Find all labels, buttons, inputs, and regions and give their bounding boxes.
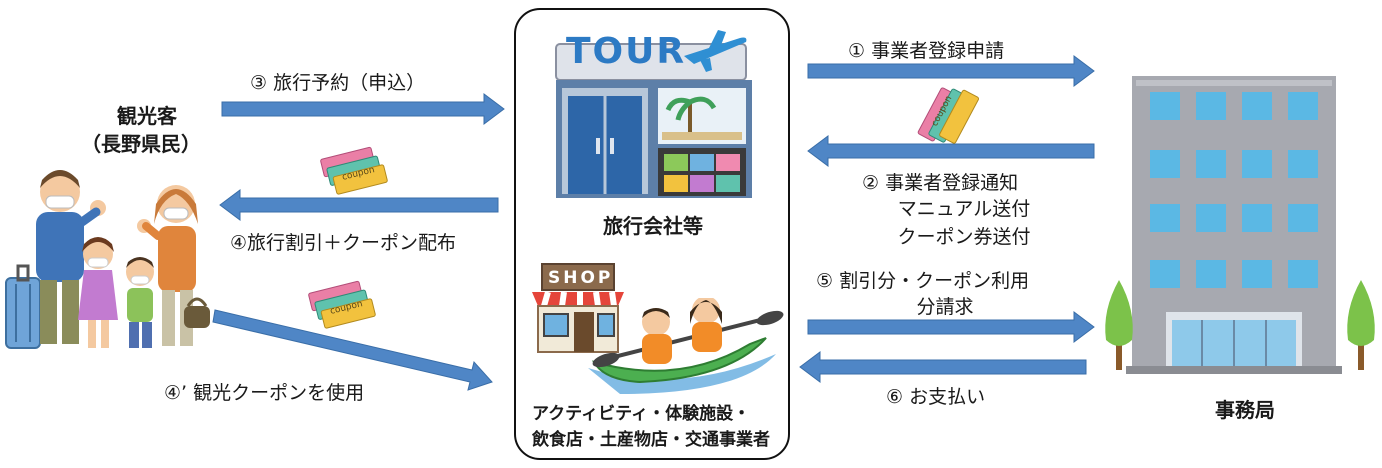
arrow-step1 xyxy=(807,55,1095,87)
airplane-icon xyxy=(684,30,747,72)
shop-label-line2: 飲食店・土産物店・交通事業者 xyxy=(532,430,770,450)
shop-label-line1: アクティビティ・体験施設・ xyxy=(532,404,751,424)
kayak-illustration xyxy=(588,298,784,394)
step5-label-line2: 分請求 xyxy=(916,296,974,318)
step4-label: ④旅行割引＋クーポン配布 xyxy=(230,232,457,254)
office-building xyxy=(1105,76,1375,374)
step2-label-line1: ② 事業者登録通知 xyxy=(862,172,1019,194)
coupon-stack-icon xyxy=(320,146,388,195)
arrow-step2 xyxy=(807,135,1095,167)
coupon-stack-icon xyxy=(308,280,376,329)
step2-label-line3: クーポン券送付 xyxy=(897,226,1031,248)
office-label: 事務局 xyxy=(1215,398,1275,422)
shop-sign-text: SHOP xyxy=(548,268,614,288)
tour-sign-text: TOUR xyxy=(566,31,687,72)
arrow-step4b xyxy=(212,309,493,391)
tourist-subtitle: （長野県民） xyxy=(81,132,201,156)
step1-label: ① 事業者登録申請 xyxy=(848,40,1005,62)
coupon-stack-icon xyxy=(917,87,980,144)
arrow-step3 xyxy=(221,93,505,125)
step4b-label: ④’ 観光クーポンを使用 xyxy=(164,382,365,404)
travel-agency-building xyxy=(556,80,752,198)
arrow-step5 xyxy=(807,311,1095,343)
step5-label-line1: ⑤ 割引分・クーポン利用 xyxy=(816,270,1030,292)
arrow-step6 xyxy=(799,351,1087,383)
tourist-title: 観光客 xyxy=(117,104,177,128)
agency-label: 旅行会社等 xyxy=(603,214,703,238)
step6-label: ⑥ お支払い xyxy=(886,386,986,408)
shop-building xyxy=(532,263,624,353)
agency-shop-panel xyxy=(514,8,790,460)
step2-label-line2: マニュアル送付 xyxy=(897,198,1031,220)
tourist-family-illustration xyxy=(5,170,210,349)
arrow-step4 xyxy=(219,189,499,221)
step3-label: ③ 旅行予約（申込） xyxy=(250,72,426,94)
